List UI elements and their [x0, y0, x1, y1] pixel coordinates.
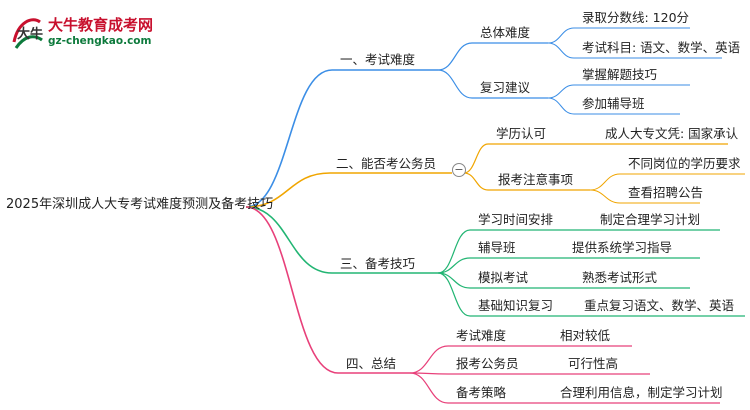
- logo-mark-icon: 大牛: [12, 18, 43, 49]
- branch-node-prep-tips[interactable]: 三、备考技巧: [340, 256, 416, 271]
- leaf-node[interactable]: 不同岗位的学历要求: [628, 156, 741, 171]
- sub-node[interactable]: 辅导班: [478, 240, 516, 255]
- edge-root-branch: [245, 206, 333, 274]
- sub-node[interactable]: 报考注意事项: [498, 172, 574, 187]
- branch-node-summary[interactable]: 四、总结: [346, 356, 397, 371]
- leaf-node[interactable]: 查看招聘公告: [628, 185, 704, 200]
- branch-node-civil-servant[interactable]: 二、能否考公务员: [336, 156, 437, 171]
- edge-branch-sub: [437, 229, 471, 274]
- edge-sub-leaf: [547, 97, 575, 115]
- edge-root-branch: [245, 172, 331, 208]
- edge-branch-sub: [463, 143, 489, 174]
- svg-text:大牛: 大牛: [17, 26, 43, 42]
- collapse-toggle-icon[interactable]: −: [452, 163, 466, 177]
- edge-branch-sub: [437, 272, 471, 317]
- sub-node[interactable]: 报考公务员: [456, 356, 519, 371]
- leaf-node[interactable]: 提供系统学习指导: [572, 240, 673, 255]
- leaf-node[interactable]: 熟悉考试形式: [582, 270, 658, 285]
- edge-branch-sub: [463, 172, 489, 191]
- branch-node-exam-difficulty[interactable]: 一、考试难度: [340, 52, 416, 67]
- site-logo[interactable]: 大牛 大牛教育成考网 gz-chengkao.com: [10, 10, 180, 54]
- sub-node[interactable]: 备考策略: [456, 385, 507, 400]
- leaf-node[interactable]: 制定合理学习计划: [600, 212, 701, 227]
- sub-node[interactable]: 模拟考试: [478, 270, 529, 285]
- edge-branch-sub: [437, 42, 473, 71]
- sub-node[interactable]: 考试难度: [456, 328, 507, 343]
- leaf-node[interactable]: 成人大专文凭: 国家承认: [605, 126, 739, 141]
- sub-node[interactable]: 基础知识复习: [478, 298, 554, 313]
- edge-root-branch: [245, 69, 333, 208]
- edge-sub-leaf: [589, 173, 621, 191]
- sub-node[interactable]: 总体难度: [480, 25, 531, 40]
- edge-sub-leaf: [547, 27, 575, 44]
- logo-title: 大牛教育成考网: [48, 16, 154, 34]
- leaf-node[interactable]: 掌握解题技巧: [582, 67, 658, 82]
- edge-branch-sub: [409, 372, 449, 404]
- edge-root-branch: [245, 206, 339, 374]
- leaf-node[interactable]: 相对较低: [560, 328, 611, 343]
- root-node[interactable]: 2025年深圳成人大专考试难度预测及备考技巧: [6, 197, 274, 212]
- edge-sub-leaf: [547, 42, 575, 59]
- leaf-node[interactable]: 重点复习语文、数学、英语: [584, 298, 735, 313]
- sub-node[interactable]: 复习建议: [480, 80, 531, 95]
- leaf-node[interactable]: 合理利用信息，制定学习计划: [560, 385, 723, 400]
- edge-sub-leaf: [547, 84, 575, 99]
- edge-sub-leaf: [589, 189, 621, 204]
- leaf-node[interactable]: 参加辅导班: [582, 96, 645, 111]
- logo-url: gz-chengkao.com: [48, 35, 152, 47]
- edge-branch-sub: [437, 69, 473, 99]
- edge-branch-sub: [409, 345, 449, 374]
- sub-node[interactable]: 学习时间安排: [478, 212, 554, 227]
- leaf-node[interactable]: 录取分数线: 120分: [582, 10, 690, 25]
- sub-node[interactable]: 学历认可: [496, 126, 547, 141]
- edge-branch-sub: [437, 272, 471, 289]
- leaf-node[interactable]: 考试科目: 语文、数学、英语: [582, 40, 741, 55]
- leaf-node[interactable]: 可行性高: [568, 356, 619, 371]
- edge-branch-sub: [437, 257, 471, 274]
